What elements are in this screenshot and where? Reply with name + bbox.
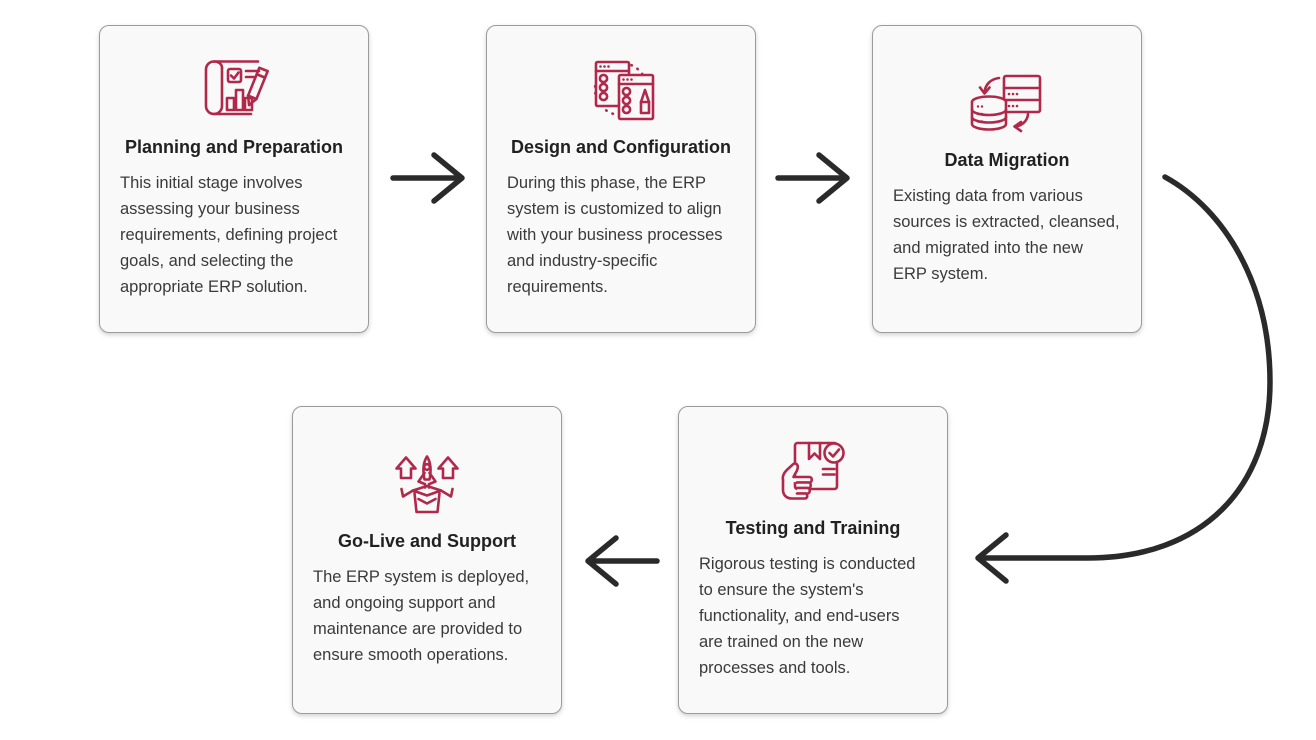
step-card-golive: Go-Live and Support The ERP system is de…: [292, 406, 562, 714]
step-description: Rigorous testing is conducted to ensure …: [699, 555, 916, 677]
flow-arrow-testing-to-golive: [585, 535, 660, 587]
thumbs-up-certificate-icon: [771, 439, 855, 503]
rocket-launch-box-icon: [385, 452, 469, 516]
database-transfer-icon: [965, 71, 1049, 135]
step-title: Data Migration: [944, 150, 1070, 170]
step-title: Testing and Training: [725, 518, 901, 538]
step-card-planning: Planning and Preparation This initial st…: [99, 25, 369, 333]
step-description: This initial stage involves assessing yo…: [120, 174, 338, 296]
step-card-data-migration: Data Migration Existing data from variou…: [872, 25, 1142, 333]
step-card-testing: Testing and Training Rigorous testing is…: [678, 406, 948, 714]
flow-arrow-design-to-data: [775, 152, 850, 204]
step-title: Planning and Preparation: [124, 137, 344, 157]
windows-configuration-icon: [579, 58, 663, 122]
step-description: The ERP system is deployed, and ongoing …: [313, 568, 530, 664]
step-title: Design and Configuration: [511, 137, 731, 157]
flow-arrow-planning-to-design: [390, 152, 465, 204]
step-title: Go-Live and Support: [338, 531, 516, 551]
step-card-design: Design and Configuration During this pha…: [486, 25, 756, 333]
blueprint-planning-icon: [192, 58, 276, 122]
flow-arrow-data-to-testing: [975, 174, 1273, 584]
step-description: Existing data from various sources is ex…: [893, 187, 1120, 283]
step-description: During this phase, the ERP system is cus…: [507, 174, 723, 296]
